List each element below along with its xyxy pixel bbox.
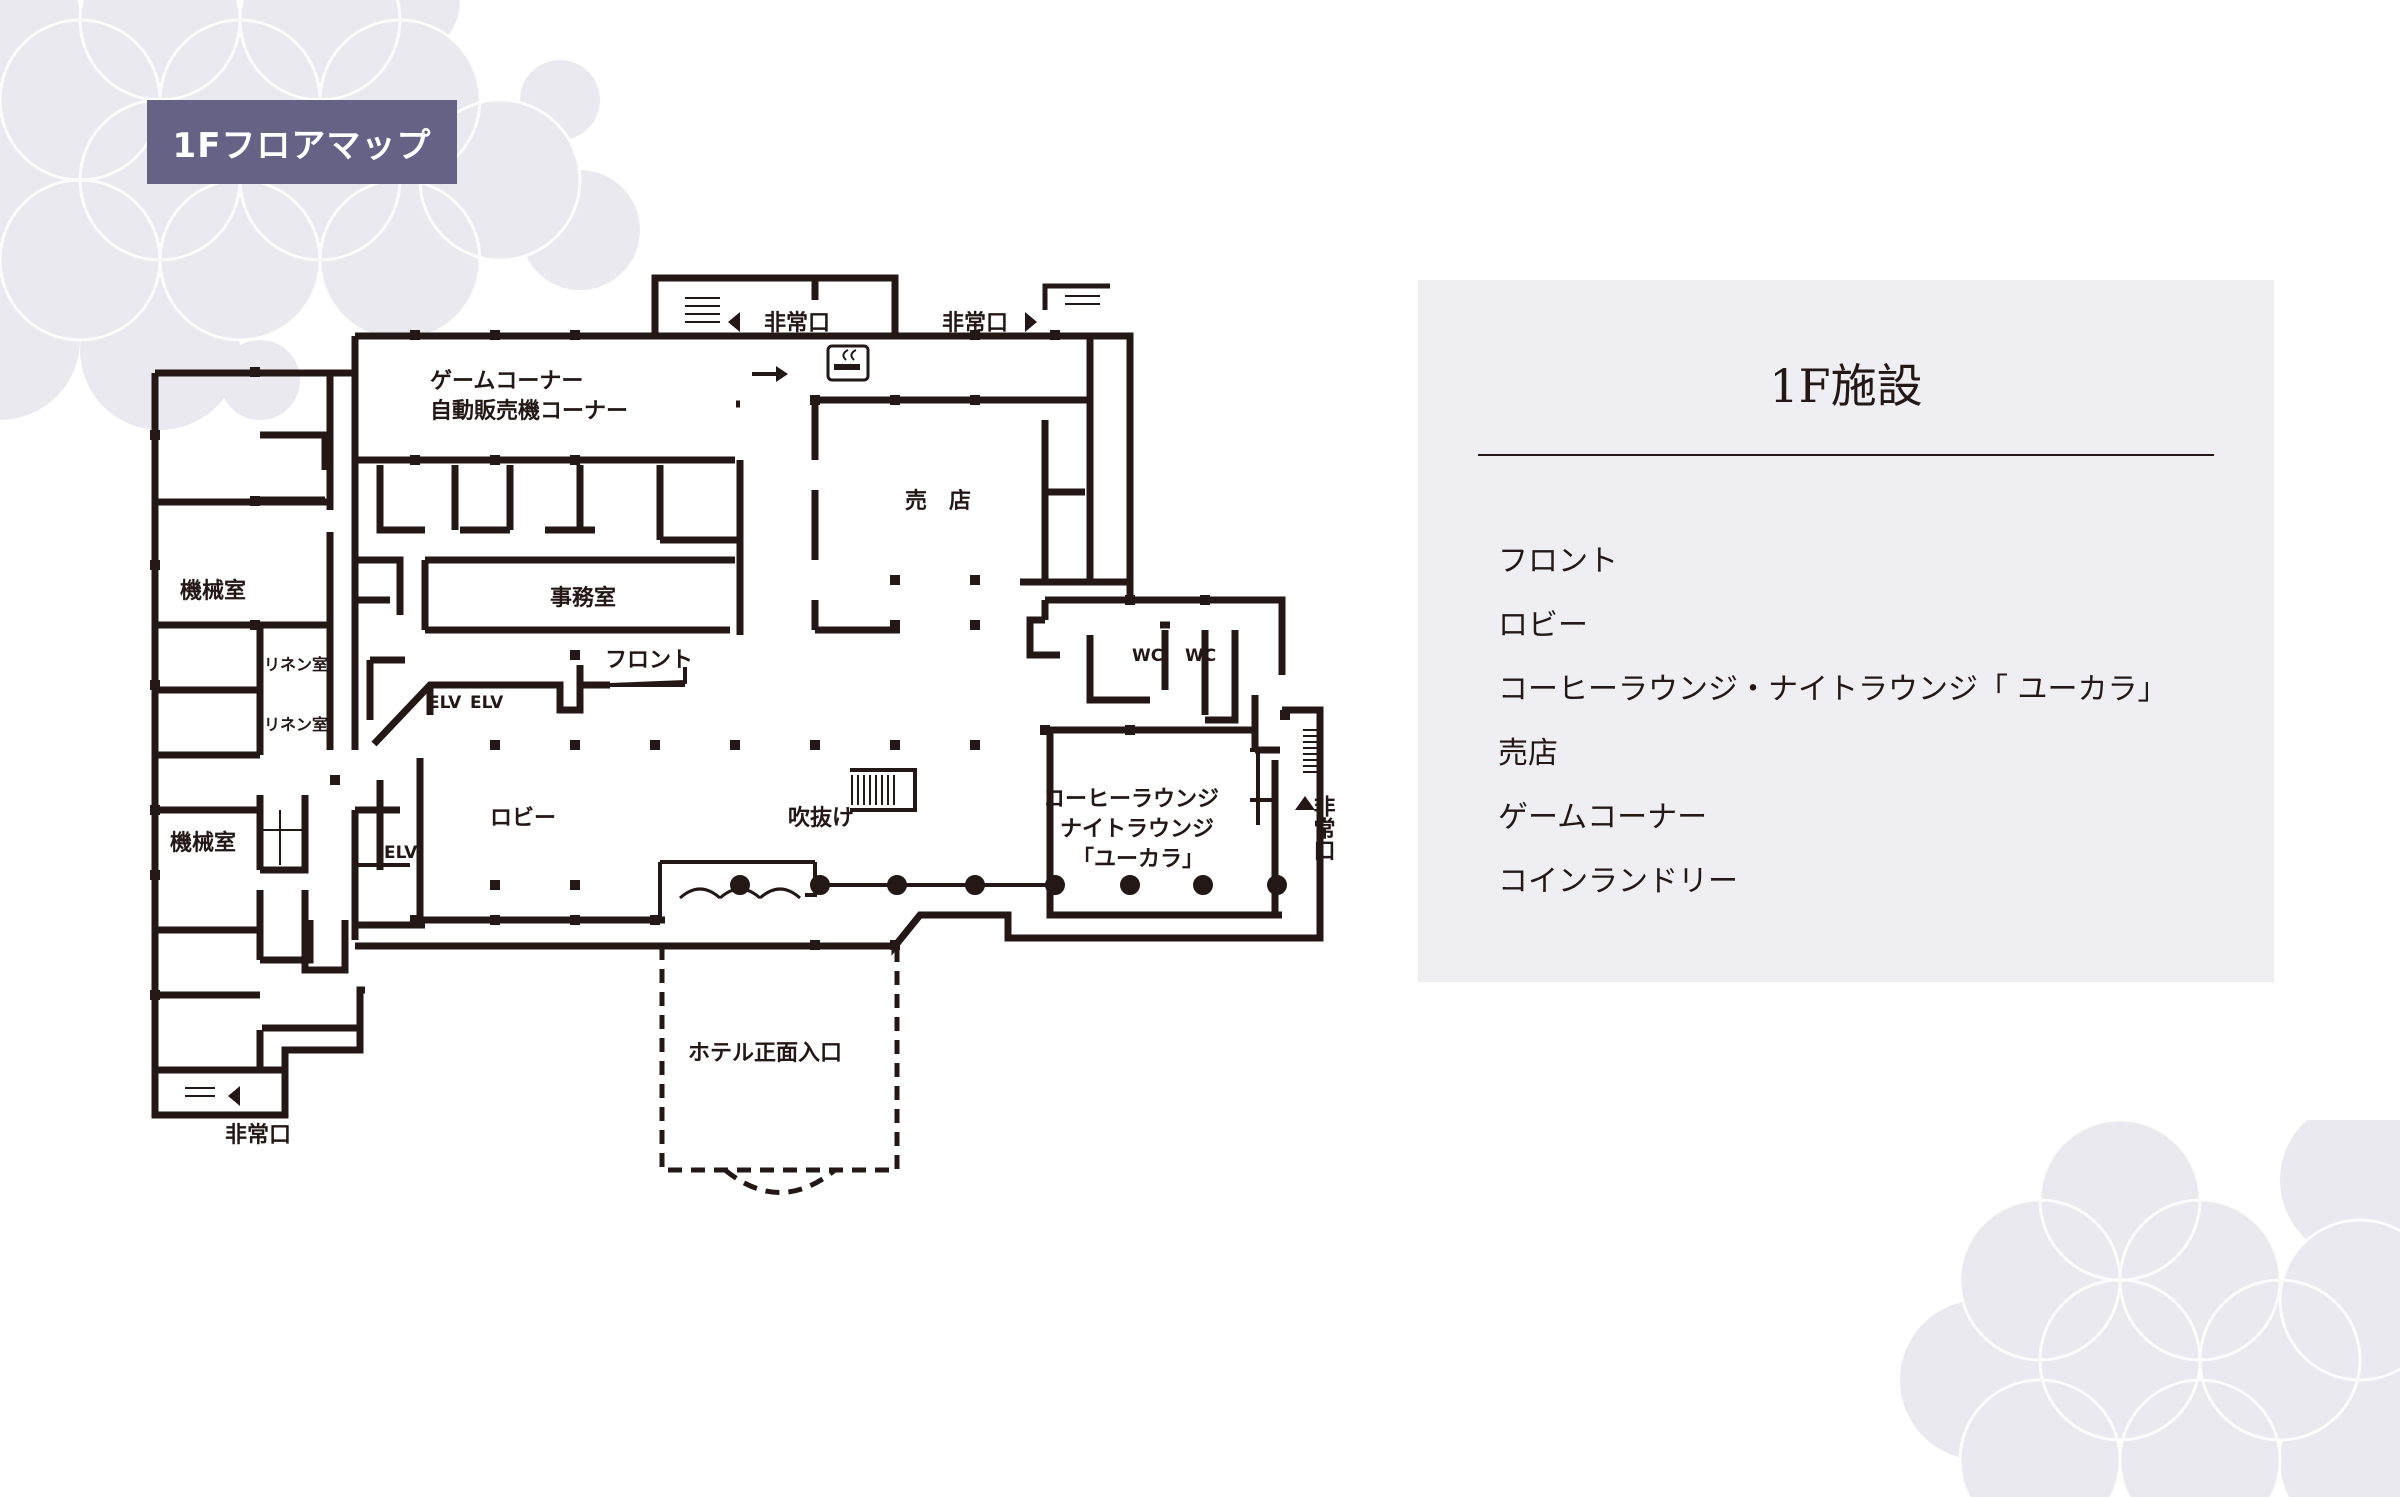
facility-list: フロント ロビー コーヒーラウンジ・ナイトラウンジ「 ユーカラ」 売店 ゲームコ… bbox=[1498, 530, 2168, 914]
facility-item-game-corner: ゲームコーナー bbox=[1498, 800, 1708, 835]
label-emergency-exit-top-right: 非常口 bbox=[942, 310, 1008, 336]
label-elv-2: ELV bbox=[470, 693, 504, 713]
floor-plan: ゲームコーナー 自動販売機コーナー 非常口 非常口 機械室 機械室 リネン室 リ… bbox=[150, 274, 1336, 1195]
label-lounge-night: ナイトラウンジ bbox=[1060, 817, 1214, 842]
smoking-area-icon bbox=[826, 344, 870, 382]
label-emergency-exit-top-left: 非常口 bbox=[764, 310, 830, 336]
label-linen-room-2: リネン室 bbox=[264, 715, 328, 734]
facility-item-coin-laundry: コインランドリー bbox=[1498, 864, 1738, 899]
facility-item-front: フロント bbox=[1498, 544, 1618, 579]
label-linen-room-1: リネン室 bbox=[264, 655, 328, 674]
label-elv-1: ELV bbox=[428, 693, 462, 713]
heading-divider bbox=[1478, 454, 2214, 456]
label-atrium: 吹抜け bbox=[788, 805, 854, 831]
facility-item-shop: 売店 bbox=[1498, 736, 1558, 771]
label-front: フロント bbox=[605, 648, 693, 673]
emergency-exit-arrow-icon bbox=[228, 312, 1315, 1106]
label-emergency-exit-right: 非常口 bbox=[1310, 795, 1336, 861]
label-game-corner: ゲームコーナー bbox=[430, 369, 583, 394]
label-vending-corner: 自動販売機コーナー bbox=[430, 398, 628, 424]
label-lounge-yukara: 「ユーカラ」 bbox=[1072, 847, 1204, 872]
facility-item-lounge: コーヒーラウンジ・ナイトラウンジ「 ユーカラ」 bbox=[1498, 672, 2168, 707]
label-lounge-coffee: コーヒーラウンジ bbox=[1043, 787, 1219, 812]
label-lobby: ロビー bbox=[490, 806, 556, 831]
label-emergency-exit-bottom: 非常口 bbox=[225, 1122, 291, 1148]
label-machine-room-upper: 機械室 bbox=[180, 578, 246, 604]
label-wc-1: WC bbox=[1132, 646, 1163, 666]
decorative-pattern-bottom-right bbox=[1900, 1120, 2400, 1497]
label-machine-room-lower: 機械室 bbox=[170, 830, 236, 856]
facility-heading: 1F施設 bbox=[1769, 359, 1923, 413]
label-shop: 売 店 bbox=[905, 488, 971, 514]
facility-item-lobby: ロビー bbox=[1498, 608, 1588, 643]
label-wc-2: WC bbox=[1185, 646, 1216, 666]
direction-arrow-icon bbox=[752, 366, 788, 382]
label-hotel-entrance: ホテル正面入口 bbox=[688, 1041, 842, 1066]
label-office: 事務室 bbox=[550, 585, 616, 611]
label-elv-3: ELV bbox=[384, 843, 418, 863]
floor-map-title: 1Fフロアマップ bbox=[147, 100, 457, 184]
facility-panel: 1F施設 フロント ロビー コーヒーラウンジ・ナイトラウンジ「 ユーカラ」 売店… bbox=[1418, 280, 2274, 982]
